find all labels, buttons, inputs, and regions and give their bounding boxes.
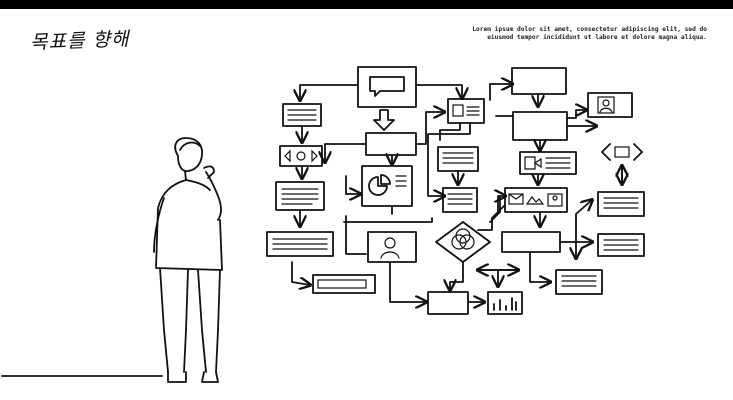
text-box-5 — [442, 187, 478, 213]
thinking-man-figure — [1, 137, 223, 383]
text-box-8 — [555, 269, 603, 295]
profile-box — [587, 92, 633, 118]
text-box-7 — [597, 233, 645, 257]
box-b — [512, 111, 568, 141]
chat-bubble-icon — [369, 76, 405, 97]
text-box-4 — [437, 146, 479, 172]
video-box — [519, 151, 577, 175]
top-bar — [0, 0, 733, 9]
venn-diamond — [435, 221, 491, 263]
bottom-box — [427, 291, 469, 315]
text-box-2 — [275, 181, 325, 211]
image-box-1 — [447, 98, 485, 124]
bottom-right-box — [501, 231, 561, 253]
icon-strip — [504, 187, 568, 213]
process-box — [365, 132, 417, 156]
input-box — [312, 274, 376, 294]
person-card — [367, 231, 417, 263]
text-box-3 — [266, 231, 334, 257]
connector-box — [279, 145, 323, 167]
box-a — [511, 67, 567, 95]
pie-chart-board — [361, 165, 413, 207]
speech-box — [357, 66, 417, 108]
expand-icon — [601, 143, 643, 161]
bar-chart-box — [487, 291, 523, 315]
flowchart — [266, 66, 645, 315]
text-box-6 — [597, 191, 645, 217]
down-arrow-icon — [373, 109, 395, 131]
caption-text: Lorem ipsum dolor sit amet, consectetur … — [472, 26, 707, 41]
